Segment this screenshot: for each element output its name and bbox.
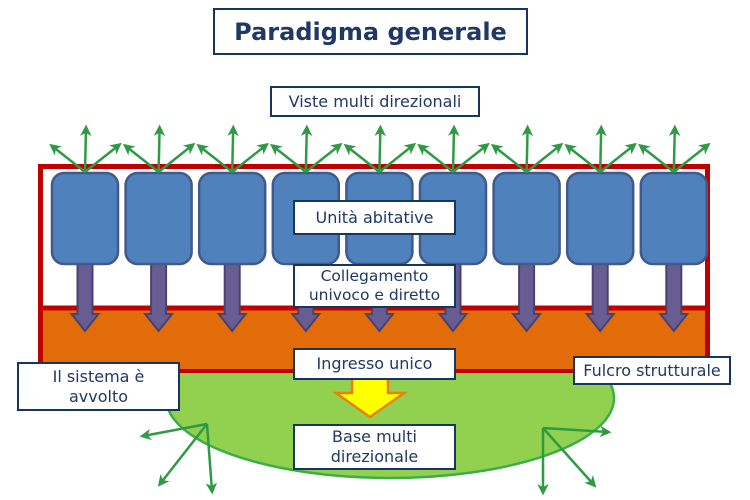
housing-unit <box>124 171 193 266</box>
views-label: Viste multi direzionali <box>288 91 462 111</box>
spread-arrow <box>205 423 218 495</box>
view-arrow <box>300 124 313 173</box>
page-title: Paradigma generale <box>234 17 507 46</box>
link-arrow <box>143 255 175 333</box>
view-arrow <box>343 143 381 173</box>
view-arrow <box>196 143 233 173</box>
view-arrow <box>305 142 343 173</box>
link-label-box: Collegamento univoco e diretto <box>293 264 456 308</box>
views-label-box: Viste multi direzionali <box>270 86 480 117</box>
view-arrow <box>599 142 637 173</box>
view-arrow <box>49 143 86 173</box>
housing-unit <box>639 171 709 266</box>
view-arrow <box>452 142 490 173</box>
view-arrow <box>448 124 460 173</box>
view-arrow <box>270 143 307 173</box>
units-label: Unità abitative <box>315 207 434 227</box>
link-arrow <box>69 255 101 333</box>
view-arrows <box>638 124 711 173</box>
housing-unit <box>50 171 120 266</box>
view-arrows <box>49 124 122 173</box>
view-arrows <box>270 124 343 173</box>
view-arrow <box>668 124 681 173</box>
view-arrow <box>417 143 454 173</box>
view-arrows <box>564 124 637 173</box>
housing-unit <box>492 171 561 266</box>
link-arrow <box>216 255 248 333</box>
spread-arrow <box>139 422 208 441</box>
view-arrow <box>374 124 386 173</box>
view-arrow <box>122 143 160 173</box>
view-arrows <box>490 124 564 173</box>
view-arrow <box>490 143 528 173</box>
view-arrow <box>638 143 675 173</box>
view-arrow <box>153 124 166 173</box>
fulcrum-label-box: Fulcro strutturale <box>573 356 731 385</box>
housing-unit <box>565 171 635 266</box>
housing-unit <box>197 171 267 266</box>
view-arrow <box>525 142 564 173</box>
fulcrum-label: Fulcro strutturale <box>583 360 721 380</box>
spread-arrow <box>542 427 597 488</box>
view-arrow <box>227 124 239 173</box>
wrapped-label: Il sistema è avvolto <box>52 366 145 406</box>
entrance-label: Ingresso unico <box>316 354 433 373</box>
spread-arrows <box>537 425 612 496</box>
view-arrows <box>196 124 269 173</box>
view-arrow <box>378 142 417 173</box>
view-arrows <box>343 124 417 173</box>
view-arrow <box>564 143 601 173</box>
link-arrow <box>511 255 543 333</box>
link-arrow <box>658 255 690 333</box>
link-arrow <box>584 255 616 333</box>
view-arrow <box>80 124 92 173</box>
spread-arrows <box>139 422 218 495</box>
view-arrow <box>157 142 196 173</box>
spread-arrow <box>157 423 208 487</box>
wrapped-label-box: Il sistema è avvolto <box>17 362 180 411</box>
view-arrow <box>673 142 711 173</box>
view-arrow <box>595 124 607 173</box>
link-label: Collegamento univoco e diretto <box>308 266 441 304</box>
view-arrow <box>521 124 534 173</box>
title-box: Paradigma generale <box>213 8 528 55</box>
base-label-box: Base multi direzionale <box>293 424 456 470</box>
view-arrow <box>231 142 269 173</box>
entrance-label-box: Ingresso unico <box>293 348 456 380</box>
base-label: Base multi direzionale <box>330 427 419 466</box>
view-arrow <box>84 142 122 173</box>
view-arrows <box>417 124 490 173</box>
view-arrows <box>122 124 196 173</box>
spread-arrow <box>542 425 612 438</box>
units-label-box: Unità abitative <box>293 200 456 235</box>
